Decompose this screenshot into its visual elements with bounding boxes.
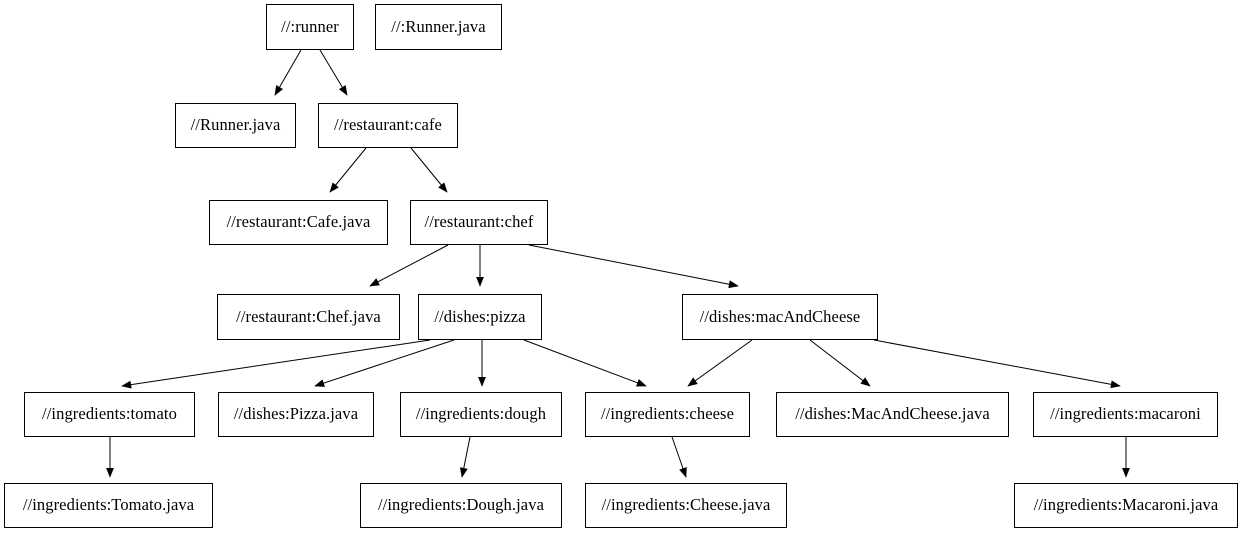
graph-node-label: //Runner.java — [190, 115, 281, 135]
graph-node-label: //ingredients:tomato — [42, 404, 177, 424]
graph-node-restaurant_chef_java[interactable]: //restaurant:Chef.java — [217, 294, 400, 340]
graph-node-dishes_pizza[interactable]: //dishes:pizza — [418, 294, 542, 340]
graph-node-ingredients_macaroni[interactable]: //ingredients:macaroni — [1033, 392, 1218, 437]
graph-node-label: //dishes:Pizza.java — [233, 404, 359, 424]
graph-node-dishes_pizza_java[interactable]: //dishes:Pizza.java — [218, 392, 374, 437]
graph-node-label: //ingredients:Macaroni.java — [1033, 495, 1219, 515]
graph-node-restaurant_cafe_java[interactable]: //restaurant:Cafe.java — [209, 200, 388, 245]
graph-node-dishes_macandcheese[interactable]: //dishes:macAndCheese — [682, 294, 878, 340]
graph-node-label: //ingredients:Tomato.java — [22, 495, 195, 515]
graph-node-ingredients_cheese[interactable]: //ingredients:cheese — [585, 392, 750, 437]
graph-node-label: //restaurant:chef — [424, 212, 534, 232]
graph-node-restaurant_chef[interactable]: //restaurant:chef — [410, 200, 548, 245]
graph-node-runner_java[interactable]: //Runner.java — [175, 103, 296, 148]
graph-node-cheese_java[interactable]: //ingredients:Cheese.java — [585, 483, 787, 528]
graph-node-macaroni_java[interactable]: //ingredients:Macaroni.java — [1014, 483, 1238, 528]
graph-node-runner[interactable]: //:runner — [266, 4, 354, 50]
graph-node-ingredients_tomato[interactable]: //ingredients:tomato — [24, 392, 195, 437]
graph-node-label: //restaurant:Chef.java — [236, 306, 381, 326]
graph-node-label: //ingredients:cheese — [600, 404, 735, 424]
graph-node-dough_java[interactable]: //ingredients:Dough.java — [360, 483, 562, 528]
graph-node-label: //ingredients:Cheese.java — [601, 495, 771, 515]
graph-node-label: //dishes:MacAndCheese.java — [795, 404, 990, 424]
graph-node-dishes_mac_java[interactable]: //dishes:MacAndCheese.java — [776, 392, 1009, 437]
graph-node-label: //restaurant:Cafe.java — [226, 212, 371, 232]
graph-node-runner_java_root[interactable]: //:Runner.java — [375, 4, 502, 50]
graph-node-label: //:Runner.java — [391, 16, 486, 36]
graph-node-label: //ingredients:dough — [415, 404, 547, 424]
graph-node-label: //ingredients:Dough.java — [378, 495, 544, 515]
graph-node-label: //:runner — [281, 16, 339, 36]
graph-node-label: //dishes:macAndCheese — [699, 306, 861, 326]
graph-node-tomato_java[interactable]: //ingredients:Tomato.java — [4, 483, 213, 528]
graph-node-label: //dishes:pizza — [434, 306, 526, 326]
graph-node-label: //ingredients:macaroni — [1050, 404, 1201, 424]
graph-node-label: //restaurant:cafe — [334, 115, 442, 135]
graph-node-restaurant_cafe[interactable]: //restaurant:cafe — [318, 103, 458, 148]
graph-node-ingredients_dough[interactable]: //ingredients:dough — [400, 392, 562, 437]
